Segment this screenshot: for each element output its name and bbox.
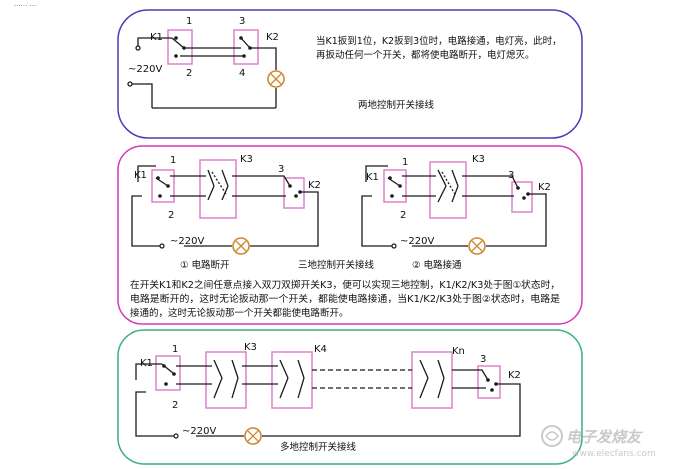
panel3-k4-label: K4 — [314, 344, 327, 355]
k4-switch-box-p3 — [271, 351, 313, 409]
panel2-k2a-label: K2 — [308, 180, 321, 191]
panel2-k1a-label: K1 — [134, 170, 147, 181]
panel1-k1-label: K1 — [150, 32, 163, 43]
k2-switch-box-p3 — [477, 365, 501, 399]
panel3-n1: 1 — [172, 344, 178, 355]
panel2-desc-line1: 在开关K1和K2之间任意点接入双刀双掷开关K3，便可以实现三地控制，K1/K2/… — [130, 279, 560, 291]
panel3-voltage: ~220V — [182, 426, 216, 437]
k2a-switch-box — [283, 177, 305, 209]
corner-text: ...... ... — [14, 0, 36, 8]
k1a-switch-box — [151, 169, 175, 203]
panel1-border — [117, 9, 583, 139]
panel3-kn-label: Kn — [452, 346, 465, 357]
panel3-k2-label: K2 — [508, 370, 521, 381]
kn-switch-box-p3 — [411, 351, 453, 409]
panel1-desc-line2: 再扳动任何一个开关，都将使电路断开，电灯熄灭。 — [316, 49, 535, 61]
panel2-title: 三地控制开关接线 — [298, 259, 375, 271]
panel3-k3-label: K3 — [244, 342, 257, 353]
panel2b-contacts — [388, 176, 530, 200]
panel2-n2b: 2 — [400, 210, 406, 221]
k2-switch-box — [233, 29, 259, 65]
panel2-k1b-label: K1 — [366, 172, 379, 183]
panel2-voltage-a: ~220V — [170, 236, 204, 247]
panel1-k2-label: K2 — [266, 32, 279, 43]
watermark: 电子发烧友 www.elecfans.com — [541, 425, 656, 459]
panel1-desc-line1: 当K1扳到1位，K2扳到3位时，电路接通，电灯亮，此时， — [316, 35, 562, 47]
panel2-n1a: 1 — [170, 155, 176, 166]
panel2-k2b-label: K2 — [538, 182, 551, 193]
panel1-n4: 4 — [239, 68, 245, 79]
panel2-desc-line2: 电路是断开的，这时无论扳动那一个开关，都能使电路接通，当K1/K2/K3处于图②… — [130, 293, 561, 305]
panel2-n3b: 3 — [508, 170, 514, 181]
panel2-n1b: 1 — [402, 157, 408, 168]
k3b-switch-box — [429, 161, 467, 219]
panel1-contacts — [174, 36, 252, 58]
panel2a-terminal — [159, 243, 165, 249]
panel3-lamp — [244, 427, 262, 445]
panel2-caption-b: ② 电路接通 — [412, 259, 462, 271]
panel2-caption-a: ① 电路断开 — [180, 259, 230, 271]
panel3-wires — [135, 359, 521, 437]
k1b-switch-box — [383, 169, 407, 203]
panel2-desc-line3: 接通的，这时无论扳动那一个开关都能使电路断开。 — [130, 307, 349, 319]
panel1-wires — [127, 37, 277, 109]
panel1-n3: 3 — [239, 16, 245, 27]
watermark-text: 电子发烧友 — [566, 428, 643, 446]
panel-two-way: K1 K2 1 3 2 4 ~220V 当K1扳到1位，K2扳到3位时，电路接通… — [117, 9, 583, 139]
panel3-border — [117, 329, 583, 465]
panel2b-wires — [361, 165, 547, 247]
panel1-voltage: ~220V — [128, 64, 162, 75]
panel2-k3a-label: K3 — [240, 154, 253, 165]
panel3-contacts — [162, 364, 498, 392]
panel-three-way: K1 1 2 K3 3 K2 ~220V — [117, 145, 583, 325]
panel2-border — [117, 145, 583, 325]
panel2-n3a: 3 — [278, 164, 284, 175]
panel1-n1: 1 — [186, 16, 192, 27]
k3a-switch-box — [199, 159, 237, 219]
panel3-k1-label: K1 — [140, 358, 153, 369]
panel1-n2: 2 — [186, 68, 192, 79]
panel3-n2: 2 — [172, 400, 178, 411]
panel2-n2a: 2 — [168, 210, 174, 221]
panel2-voltage-b: ~220V — [400, 236, 434, 247]
panel3-n3: 3 — [480, 354, 486, 365]
panel2a-contacts — [156, 176, 302, 198]
panel3-title: 多地控制开关接线 — [280, 441, 357, 453]
panel2a-wires — [131, 165, 319, 247]
panel2b-lamp — [468, 237, 486, 255]
k1-switch-box — [167, 29, 193, 65]
k3-switch-box-p3 — [205, 351, 247, 409]
watermark-logo-icon — [541, 425, 563, 447]
panel-multi-way: K1 1 2 K3 K4 Kn 3 K2 ~220V 多地控制开关接线 — [117, 329, 583, 465]
panel2b-terminal — [391, 243, 397, 249]
panel2a-lamp — [232, 237, 250, 255]
panel1-title: 两地控制开关接线 — [358, 99, 435, 111]
k2b-switch-box — [511, 181, 533, 213]
panel3-terminal — [173, 433, 179, 439]
k1-switch-box-p3 — [155, 355, 181, 391]
panel1-lamp — [267, 70, 285, 88]
panel2-k3b-label: K3 — [472, 154, 485, 165]
watermark-url: www.elecfans.com — [572, 449, 656, 459]
